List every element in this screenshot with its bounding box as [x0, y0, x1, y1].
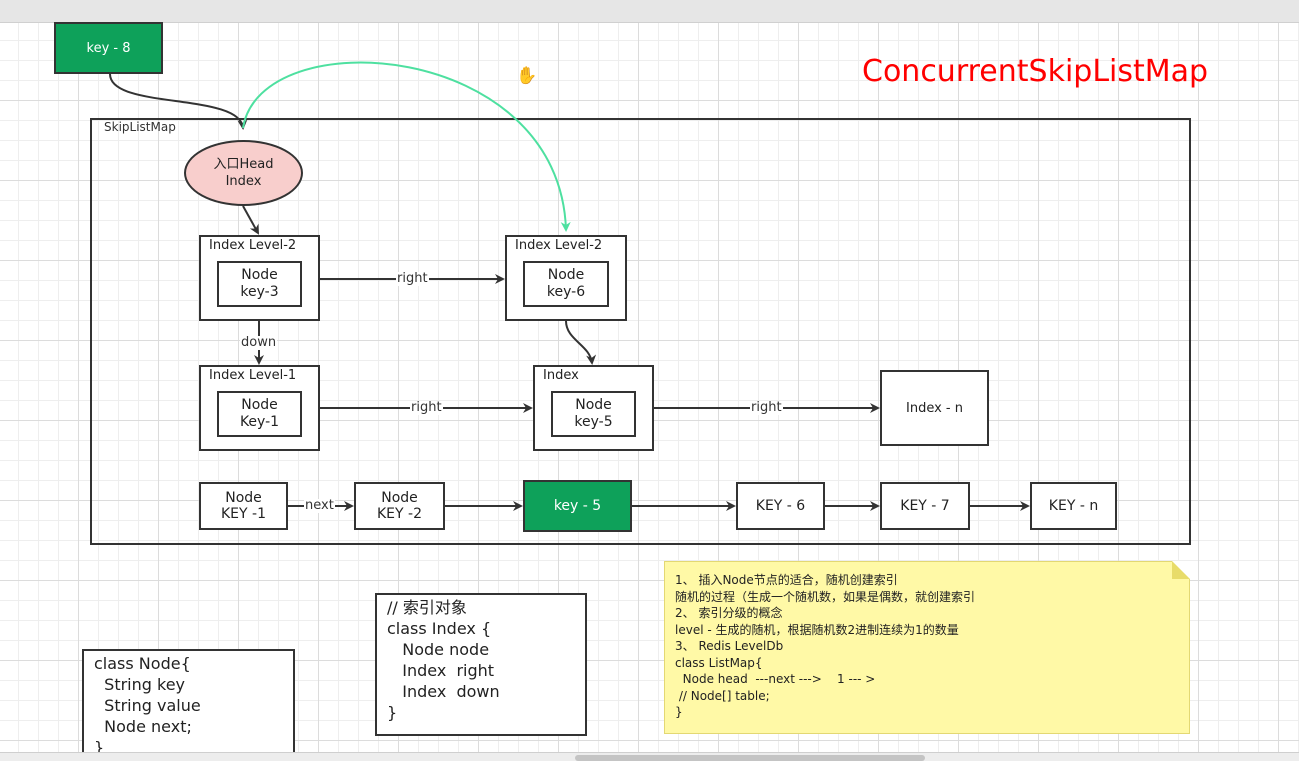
horizontal-scrollbar-thumb[interactable] — [575, 755, 925, 761]
index-level2-right-label: Index Level-2 — [515, 238, 603, 253]
bottom-node-key-6[interactable]: KEY - 6 — [736, 482, 825, 530]
edge-label-down: down — [240, 335, 278, 350]
code-node-line: Node next; — [94, 717, 192, 736]
bottom-scrollbar-track — [0, 752, 1299, 761]
edge-label-right-3: right — [750, 400, 783, 415]
note-fold-corner — [1172, 561, 1190, 579]
node-key-6: Node key-6 — [523, 261, 609, 307]
code-node-line: } — [94, 738, 105, 757]
edge-label-right-1: right — [396, 271, 429, 286]
index-level2-left[interactable]: Index Level-2 Node key-3 — [199, 235, 320, 321]
bottom-node-key-5[interactable]: key - 5 — [523, 480, 632, 532]
note-line: Node head ---next ---> 1 --- > — [675, 672, 876, 686]
note-line: 1、 插入Node节点的适合，随机创建索引 — [675, 573, 898, 587]
note-line: // Node[] table; — [675, 688, 770, 703]
note-line: } — [675, 705, 683, 719]
code-index-line: // 索引对象 — [387, 598, 467, 617]
note-line: class ListMap{ — [675, 655, 763, 670]
note-line: 随机的过程（生成一个随机数，如果是偶数，就创建索引 — [675, 589, 976, 604]
arrow-key6-to-index — [565, 320, 597, 365]
skiplist-label: SkipListMap — [104, 120, 176, 134]
code-node-line: String value — [94, 696, 201, 715]
node-key-3: Node key-3 — [217, 261, 302, 307]
index-n[interactable]: Index - n — [880, 370, 989, 446]
diagram-title: ConcurrentSkipListMap — [862, 54, 1209, 89]
code-node-line: String key — [94, 675, 186, 694]
bottom-node-key-1[interactable]: Node KEY -1 — [199, 482, 288, 530]
code-index-line: Node node — [387, 640, 490, 659]
code-class-node[interactable]: class Node{ String key String value Node… — [82, 649, 295, 759]
head-line2: Index — [225, 174, 262, 189]
index-level1-mid-label: Index — [543, 368, 579, 383]
arrow-head-to-level2 — [242, 205, 259, 235]
index-level1-left-label: Index Level-1 — [209, 368, 297, 383]
code-index-line: Index right — [387, 661, 495, 680]
node-key-8[interactable]: key - 8 — [54, 22, 163, 74]
bottom-node-key-2[interactable]: Node KEY -2 — [354, 482, 445, 530]
note-line: level - 生成的随机，根据随机数2进制连续为1的数量 — [675, 622, 959, 637]
note-line: 2、 索引分级的概念 — [675, 606, 783, 620]
top-toolbar — [0, 0, 1299, 23]
head-line1: 入口Head — [213, 157, 274, 172]
hand-cursor-icon: ✋ — [516, 66, 538, 86]
index-level2-right[interactable]: Index Level-2 Node key-6 — [505, 235, 627, 321]
head-index[interactable]: 入口Head Index — [184, 140, 303, 206]
code-index-line: Index down — [387, 682, 500, 701]
index-level1-mid[interactable]: Index Node key-5 — [533, 365, 654, 451]
index-level1-left[interactable]: Index Level-1 Node Key-1 — [199, 365, 320, 451]
code-index-line: class Index { — [387, 619, 492, 638]
bottom-node-key-7[interactable]: KEY - 7 — [880, 482, 970, 530]
edge-label-right-2: right — [410, 400, 443, 415]
node-key-1: Node Key-1 — [217, 391, 302, 437]
arrow-teal-curve — [242, 61, 571, 232]
node-key-5: Node key-5 — [551, 391, 636, 437]
bottom-node-key-n[interactable]: KEY - n — [1030, 482, 1117, 530]
note-line: 3、 Redis LevelDb — [675, 639, 784, 653]
code-index-line: } — [387, 703, 398, 722]
edge-label-next: next — [304, 498, 335, 513]
code-node-line: class Node{ — [94, 654, 191, 673]
arrow-key8-to-head — [109, 73, 248, 130]
sticky-note[interactable]: 1、 插入Node节点的适合，随机创建索引 随机的过程（生成一个随机数，如果是偶… — [664, 561, 1190, 734]
code-class-index[interactable]: // 索引对象 class Index { Node node Index ri… — [375, 593, 587, 736]
skiplist-container — [90, 118, 1191, 545]
index-level2-left-label: Index Level-2 — [209, 238, 297, 253]
